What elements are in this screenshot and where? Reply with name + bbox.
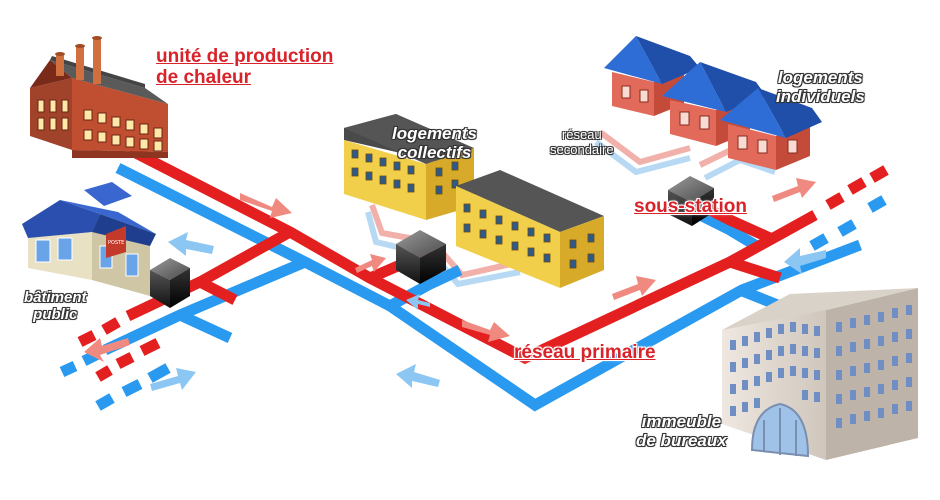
label-individual-housing: logements individuels [776,68,865,107]
supply-arrow-icon [355,254,386,273]
apartment-building-icon [344,114,604,288]
supply-arrow-icon [240,193,292,218]
label-collective-housing: logements collectifs [392,124,478,163]
house-icon [604,36,822,170]
supply-arrow-icon [84,338,130,362]
primary-supply-pipe-dashes [77,165,889,382]
svg-text:POSTE: POSTE [108,240,124,246]
label-primary-network: réseau primaire [514,342,656,363]
supply-arrow-icon [612,276,656,300]
return-arrow-icon [396,364,440,388]
factory-icon [30,36,168,158]
public-building-icon: POSTE [22,182,156,296]
substation-cube-icon [396,230,446,284]
primary-return-pipe-dashes [59,195,887,411]
label-production: unité de production de chaleur [156,46,334,89]
substation-cube-icon [668,176,714,226]
supply-arrow-icon [772,178,816,202]
label-office-building: immeuble de bureaux [636,412,727,451]
substation-cube-icon [150,258,190,308]
return-arrow-icon [406,294,430,310]
supply-arrow-icon [462,320,510,342]
return-arrow-icon [168,232,214,256]
flow-arrows [84,178,826,391]
office-building-icon [722,288,918,460]
return-arrow-icon [784,248,826,274]
label-public-building: bâtiment public [24,289,87,323]
label-substation: sous-station [634,196,747,217]
return-arrow-icon [150,368,196,391]
label-secondary-network: réseau secondaire [550,127,614,157]
